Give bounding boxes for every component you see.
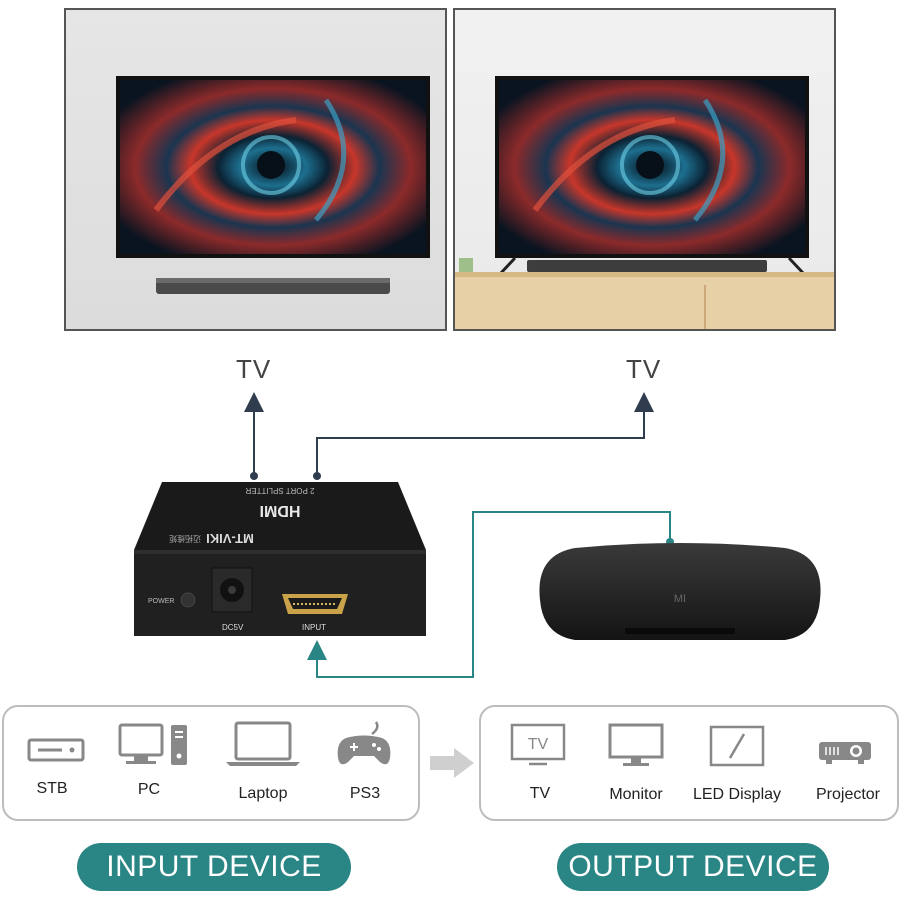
splitter-model-text: 2 PORT SPLITTER	[245, 486, 314, 495]
tv-output-label-left: TV	[236, 354, 272, 384]
splitter-brand-text: MT-VIKI	[206, 531, 254, 546]
output-device-label-projector: Projector	[815, 786, 881, 803]
hdmi-splitter: 2 PORT SPLITTER HDMI MT-VIKI 迈拓维矩 POWER …	[134, 482, 426, 636]
input-device-label-ps3: PS3	[349, 785, 381, 802]
cable-output-right	[316, 392, 654, 476]
input-device-label-pc: PC	[137, 781, 161, 798]
laptop-icon	[226, 721, 300, 766]
wall-tv-illustration	[116, 76, 430, 294]
set-top-box: MI	[539, 543, 821, 640]
power-led	[180, 592, 196, 608]
pc-icon	[118, 723, 187, 765]
projector-icon	[819, 742, 871, 764]
splitter-dc-label: DC5V	[222, 623, 244, 632]
scene-wall-mounted-tv	[64, 8, 447, 331]
scene-tabletop-tv	[453, 8, 836, 331]
gamepad-icon	[337, 721, 391, 765]
splitter-input-label: INPUT	[302, 623, 326, 632]
stb-icon	[27, 738, 85, 762]
tv-icon-text: TV	[528, 736, 549, 753]
arrow-right-icon	[430, 748, 474, 778]
splitter-logo-text: HDMI	[260, 502, 301, 519]
output-device-title: OUTPUT DEVICE	[557, 843, 829, 891]
tv-icon: TV	[510, 723, 566, 766]
tv-output-label-right: TV	[626, 354, 662, 384]
splitter-power-label: POWER	[148, 598, 174, 605]
input-device-label-stb: STB	[36, 780, 68, 797]
output-device-label-led-display: LED Display	[692, 786, 782, 803]
monitor-icon	[608, 723, 664, 766]
set-top-box-brand: MI	[674, 593, 686, 605]
led-display-icon	[709, 725, 765, 767]
hdmi-input-port	[282, 594, 348, 614]
output-device-label-monitor: Monitor	[609, 786, 663, 803]
input-device-title: INPUT DEVICE	[77, 843, 351, 891]
output-device-label-tv: TV	[529, 785, 551, 802]
input-device-label-laptop: Laptop	[238, 785, 288, 802]
splitter-brand-cn-text: 迈拓维矩	[169, 534, 201, 544]
table-tv-illustration	[455, 76, 834, 329]
input-devices-panel	[2, 705, 420, 821]
